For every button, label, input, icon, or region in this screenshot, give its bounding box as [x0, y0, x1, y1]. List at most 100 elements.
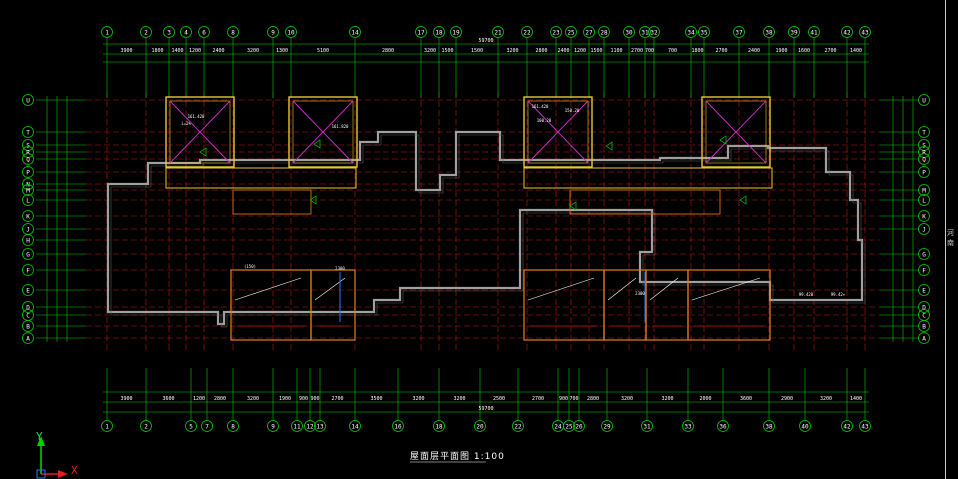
axis-bubble-top-circle — [267, 26, 279, 38]
axis-bubble-top-label: 10 — [287, 29, 295, 36]
stair-core-4-inner — [705, 100, 767, 164]
slope-arrow — [199, 147, 207, 157]
dimension-text: 2400 — [557, 48, 569, 54]
axis-bubble-bottom-label: 7 — [205, 423, 209, 430]
axis-bubble-top-label: 14 — [351, 29, 359, 36]
axis-bubble-left-circle — [22, 184, 34, 196]
axis-bubble-left-label: P — [26, 169, 30, 176]
drawing-title: 屋面层平面图 1:100 — [410, 449, 505, 462]
roof-ridge-line — [607, 277, 637, 301]
dimension-text: 900 — [299, 396, 308, 402]
axis-bubble-top-label: 1 — [105, 29, 109, 36]
corridor-band — [165, 167, 357, 189]
axis-bubble-left-circle — [22, 153, 34, 165]
slope-arrow — [309, 195, 317, 205]
axis-bubble-bottom-circle — [717, 420, 729, 432]
dimension-text: 1500 — [590, 48, 602, 54]
axis-bubble-top-circle — [565, 26, 577, 38]
axis-bubble-bottom-circle — [101, 420, 113, 432]
axis-bubble-left-circle — [22, 94, 34, 106]
roof-slope-line — [527, 100, 589, 164]
dimension-text: 1600 — [798, 48, 810, 54]
axis-bubble-top-label: 41 — [810, 29, 818, 36]
axis-bubble-left-label: J — [26, 226, 30, 233]
axis-bubble-bottom-label: 18 — [435, 423, 443, 430]
axis-bubble-bottom-label: 12 — [306, 423, 314, 430]
building-outline — [106, 130, 864, 326]
dimension-text: 700 — [668, 48, 677, 54]
elevation-note: i=2% — [181, 121, 191, 126]
axis-bubble-bottom-label: 20 — [476, 423, 484, 430]
elevation-note: 2300 — [335, 266, 345, 271]
axis-bubble-right-label: L — [922, 197, 926, 204]
roof-slope-line — [169, 100, 231, 164]
axis-bubble-bottom-label: 36 — [719, 423, 727, 430]
axis-bubble-left-circle — [22, 332, 34, 344]
roof-unit-1 — [230, 269, 312, 341]
axis-bubble-left-circle — [22, 210, 34, 222]
axis-bubble-left-label: G — [26, 251, 30, 258]
stair-core-3 — [523, 96, 593, 168]
axis-bubble-top-label: 4 — [184, 29, 188, 36]
axis-bubble-top-circle — [349, 26, 361, 38]
axis-bubble-bottom-circle — [641, 420, 653, 432]
axis-bubble-right-label: G — [922, 251, 926, 258]
axis-bubble-right-circle — [918, 139, 930, 151]
axis-bubble-bottom-circle — [267, 420, 279, 432]
dimension-text: 2700 — [331, 396, 343, 402]
axis-bubble-right-label: P — [922, 169, 926, 176]
axis-bubble-top-circle — [492, 26, 504, 38]
axis-bubble-top-circle — [101, 26, 113, 38]
axis-bubble-top-label: 37 — [735, 29, 743, 36]
axis-bubble-top-circle — [285, 26, 297, 38]
axis-bubble-bottom-label: 43 — [861, 423, 869, 430]
axis-bubble-bottom-circle — [227, 420, 239, 432]
axis-bubble-left-label: C — [26, 312, 30, 319]
axis-bubble-top-label: 34 — [687, 29, 695, 36]
dimension-text: 2700 — [631, 48, 643, 54]
dimension-text: 2700 — [532, 396, 544, 402]
axis-bubble-left-label: T — [26, 129, 30, 136]
axis-bubble-left-circle — [22, 178, 34, 190]
axis-bubble-right-circle — [918, 301, 930, 313]
corridor-box — [232, 189, 312, 215]
drawing-scale: 1:100 — [473, 452, 505, 462]
axis-bubble-top-circle — [859, 26, 871, 38]
axis-bubble-right-circle — [918, 210, 930, 222]
axis-bubble-bottom-label: 40 — [801, 423, 809, 430]
building-outline-inner — [110, 134, 866, 328]
elevation-note: 2300 — [635, 291, 645, 296]
dimension-text: 3500 — [370, 396, 382, 402]
dimension-text: 1300 — [276, 48, 288, 54]
elevation-note: 161.820 — [332, 124, 349, 129]
dimension-text: 1400 — [850, 48, 862, 54]
dimension-text: 700 — [569, 396, 578, 402]
axis-bubble-right-label: Q — [922, 156, 926, 163]
elevation-note: (150) — [244, 264, 256, 269]
axis-bubble-right-circle — [918, 320, 930, 332]
axis-bubble-left-label: E — [26, 287, 30, 294]
dimension-text: 1900 — [279, 396, 291, 402]
axis-bubble-left-circle — [22, 234, 34, 246]
axis-bubble-top-circle — [685, 26, 697, 38]
roof-slope-line — [705, 100, 767, 164]
axis-bubble-top-label: 22 — [523, 29, 531, 36]
axis-bubble-bottom-circle — [392, 420, 404, 432]
axis-bubble-left-circle — [22, 320, 34, 332]
axis-bubble-bottom-circle — [185, 420, 197, 432]
axis-bubble-left-label: L — [26, 197, 30, 204]
dimension-text: 2700 — [715, 48, 727, 54]
dimension-text: 900 — [310, 396, 319, 402]
axis-bubble-left-circle — [22, 248, 34, 260]
axis-bubble-right-label: B — [922, 323, 926, 330]
axis-bubble-bottom-circle — [859, 420, 871, 432]
roof-unit-5 — [645, 269, 689, 341]
axis-bubble-right-label: E — [922, 287, 926, 294]
axis-bubble-right-circle — [918, 153, 930, 165]
axis-bubble-top-label: 21 — [494, 29, 502, 36]
axis-bubble-top-circle — [841, 26, 853, 38]
dimension-text: 3200 — [247, 48, 259, 54]
axis-bubble-right-circle — [918, 184, 930, 196]
